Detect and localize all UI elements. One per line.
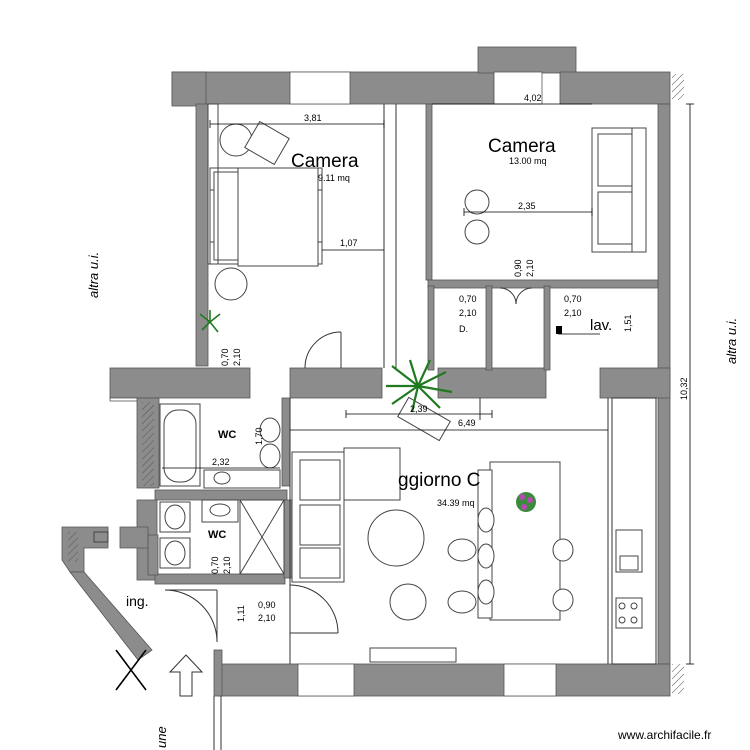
windows: [109, 71, 557, 697]
door-arc-cam1: [304, 331, 342, 369]
side-label-left: altra u.i.: [86, 252, 101, 298]
wc1-fixtures: [159, 403, 281, 489]
walls: [109, 46, 671, 697]
entry-door: [164, 589, 222, 750]
wall-wc2-bottom: [154, 573, 286, 585]
dim-total-height: 10,32: [679, 377, 689, 400]
dim-lav-w: 0,70: [564, 294, 582, 304]
window-top-2: [493, 71, 543, 105]
dim-closet-w: 0,70: [459, 294, 477, 304]
dim-wc1-side: 1,70: [254, 427, 264, 445]
dim-liv-inner: 2,39: [410, 404, 428, 414]
dim-cam2-width: 4,02: [524, 93, 542, 103]
dim-entry-h: 2,10: [258, 613, 276, 623]
dim-lav-h: 2,10: [564, 308, 582, 318]
dim-cam1-door-w: 0,70: [220, 348, 230, 366]
hatch-top-right: [672, 74, 684, 100]
room-area-soggiorno: 34.39 mq: [437, 498, 475, 508]
clipped-d-label: D.: [459, 324, 468, 334]
room-area-camera2: 13.00 mq: [509, 156, 547, 166]
dim-cam2-inner: 2,35: [518, 201, 536, 211]
dim-entry-w: 0,90: [258, 600, 276, 610]
window-bottom-1: [297, 663, 355, 697]
wall-middle-right: [437, 367, 547, 399]
door-arc-cam2: [499, 287, 517, 305]
room-outlines: [289, 104, 657, 665]
lav-marker: [556, 326, 562, 334]
window-top-1: [289, 71, 351, 105]
wall-top-right: [559, 71, 671, 105]
door-arc-entry2: [289, 584, 339, 634]
tv-cabinet: [369, 647, 457, 663]
wall-bottom-left-post: [213, 649, 223, 697]
hatch-right-bottom: [672, 664, 684, 694]
dim-liv-width: 6,49: [458, 418, 476, 428]
room-name-camera2: Camera: [488, 136, 556, 157]
wc2-fixtures: [159, 499, 285, 575]
dim-cam2-door-w: 0,90: [513, 259, 523, 277]
entrance-box: [93, 531, 109, 543]
dim-lav-side: 1,51: [623, 314, 633, 332]
door-arc-cam2b: [515, 287, 533, 305]
flower-plant-icon: [516, 492, 536, 512]
wall-wc1-right: [281, 397, 291, 487]
side-table: [389, 583, 427, 621]
wall-closet-mid2: [543, 285, 551, 371]
room-name-ing: ing.: [126, 593, 149, 609]
wall-middle-far-right: [599, 367, 671, 399]
dim-cam1-width: 3,81: [304, 113, 322, 123]
bed-camera1: [209, 167, 323, 267]
dim-cam2-door-h: 2,10: [525, 259, 535, 277]
wall-middle-center: [289, 367, 383, 399]
dim-cam1-inner: 1,07: [340, 238, 358, 248]
doors: [289, 287, 533, 634]
dim-wc2-door-w: 0,70: [210, 556, 220, 574]
plant-small-icon: [199, 310, 221, 333]
wall-upper-divider: [425, 103, 433, 281]
kitchen-counter: [615, 529, 643, 629]
armchair-camera1: [214, 120, 290, 301]
wall-wc2-right: [283, 499, 293, 579]
coffee-table: [367, 509, 425, 567]
cross-mark: [115, 649, 147, 691]
dim-cam1-door-h: 2,10: [232, 348, 242, 366]
wall-closet-mid: [485, 285, 493, 371]
hatch-wc: [142, 402, 154, 486]
wall-top-bump: [477, 46, 577, 74]
watermark: www.archifacile.fr: [617, 728, 711, 742]
dim-entry-side: 1,11: [236, 605, 246, 622]
wall-closet-left: [427, 285, 435, 371]
side-label-right: altra u.i.: [724, 318, 739, 364]
room-name-soggiorno: ggiorno C: [398, 470, 480, 491]
side-label-bottom: une: [154, 726, 169, 748]
dining-table: [447, 461, 574, 621]
room-name-wc2: WC: [208, 529, 226, 541]
wall-bottom: [217, 663, 671, 697]
dim-closet-h: 2,10: [459, 308, 477, 318]
wardrobe-camera1: [207, 103, 219, 265]
wall-wc-divider: [154, 489, 288, 501]
room-name-camera1: Camera: [291, 151, 359, 172]
window-left-wc: [109, 397, 138, 402]
wall-closet-top: [427, 279, 659, 289]
sofa: [291, 447, 401, 583]
room-name-wc1: WC: [218, 429, 236, 441]
room-area-camera1: 9.11 mq: [318, 173, 350, 183]
entrance-hatch: [68, 532, 78, 562]
wall-middle-left: [109, 367, 251, 399]
wall-top-left-stub: [171, 71, 207, 107]
entrance-arrow-icon: [168, 654, 204, 697]
room-name-lav: lav.: [590, 317, 612, 334]
window-bottom-2: [503, 663, 557, 697]
dim-wc1-width: 2,32: [212, 457, 230, 467]
dim-wc2-door-h: 2,10: [222, 556, 232, 574]
dimension-lines: [162, 103, 694, 665]
plant-large-icon: [386, 359, 453, 413]
bed-camera2: [464, 127, 647, 253]
